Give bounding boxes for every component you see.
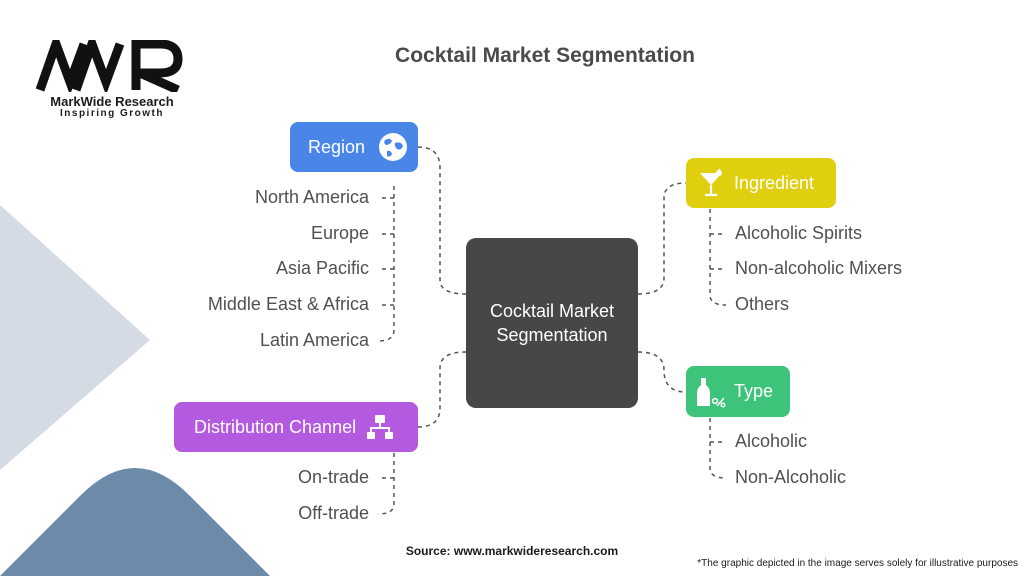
ingredient-item: Non-alcoholic Mixers [735,258,903,278]
center-label: Cocktail Market Segmentation [489,301,615,345]
distribution-channel-label: Distribution Channel [194,416,357,437]
ingredient-item: Others [735,294,790,314]
region-item: Asia Pacific [275,258,369,278]
type-item: Non-Alcoholic [735,467,847,487]
type-item: Alcoholic [735,431,808,451]
brand-name: MarkWide Research [50,94,174,109]
disclaimer-note: *The graphic depicted in the image serve… [697,558,1018,569]
distribution-item: On-trade [297,467,369,487]
center-node: Cocktail Market Segmentation [466,238,638,408]
brand-logo [36,40,183,92]
source-note: Source: www.markwideresearch.com [405,544,619,558]
distribution-channel-node: Distribution Channel [174,402,418,452]
background-shape-bottom [0,468,270,576]
distribution-item: Off-trade [298,503,369,523]
globe-icon [377,131,409,163]
type-label: Type [734,381,774,401]
ingredient-node: Ingredient [686,158,836,208]
background-shape-left [0,205,150,470]
region-label: Region [308,136,366,157]
ingredient-item: Alcoholic Spirits [735,223,863,243]
hierarchy-icon [366,413,394,441]
region-item: North America [254,187,369,207]
region-node: Region [290,122,418,172]
region-item: Latin America [259,330,369,350]
ingredient-label: Ingredient [734,172,815,193]
type-node: Type [686,366,790,417]
cocktail-glass-icon [698,168,724,198]
region-item: Europe [310,223,369,243]
bottle-percent-icon [696,376,726,408]
brand-tagline: Inspiring Growth [60,108,164,119]
page-title: Cocktail Market Segmentation [395,44,695,67]
region-item: Middle East & Africa [207,294,369,314]
